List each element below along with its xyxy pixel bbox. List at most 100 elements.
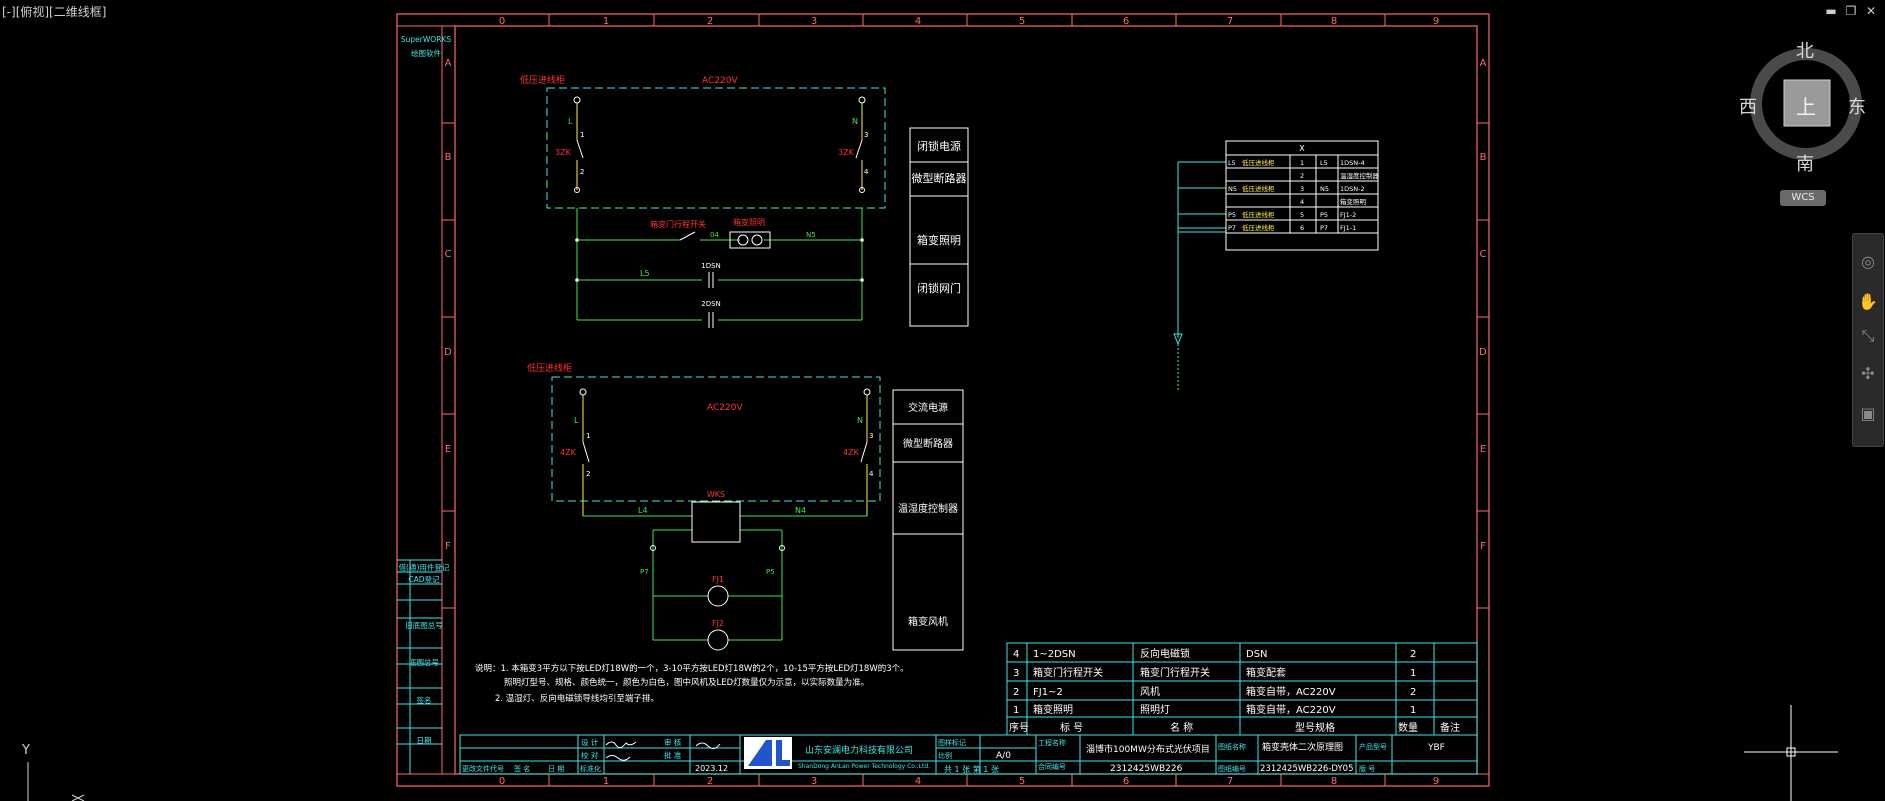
bom-cell: 4 bbox=[1013, 649, 1019, 660]
bom-cell: 3 bbox=[1013, 668, 1019, 679]
col-label: 9 bbox=[1433, 16, 1439, 27]
title-label: 图纸编号 bbox=[1218, 764, 1246, 773]
terminal-cell: P5 bbox=[1320, 211, 1328, 219]
terminal-cell: P7 bbox=[1228, 224, 1236, 232]
terminal-cell: 低压进线柜 bbox=[1242, 210, 1275, 219]
col-label: 8 bbox=[1331, 16, 1337, 27]
title-label: 版 号 bbox=[1359, 764, 1375, 773]
breaker-label: 4ZK bbox=[843, 448, 860, 457]
terminal-cell: 箱变照明 bbox=[1340, 197, 1367, 206]
terminal-cell: N5 bbox=[1228, 185, 1237, 193]
viewcube-north[interactable]: 北 bbox=[1796, 41, 1814, 62]
viewcube[interactable]: 北 南 西 东 上 bbox=[1739, 40, 1866, 175]
terminal-cell: 2 bbox=[1300, 172, 1304, 180]
breaker-label: 3ZK bbox=[838, 148, 855, 157]
viewcube-face[interactable] bbox=[1783, 79, 1831, 127]
drawing-no: 2312425WB226-DY05 bbox=[1260, 764, 1353, 774]
strip-label: CAD登记 bbox=[408, 574, 440, 584]
bom-cell: 2 bbox=[1410, 687, 1416, 698]
wire-label: L bbox=[568, 117, 573, 126]
sheet-count: 共 1 张 第 1 张 bbox=[944, 764, 999, 774]
pan-icon[interactable]: ✋ bbox=[1858, 292, 1878, 311]
viewport-label[interactable]: [-][俯视][二维线框] bbox=[2, 5, 107, 19]
col-label: 0 bbox=[499, 776, 505, 787]
bom-cell: 反向电磁锁 bbox=[1140, 647, 1190, 660]
col-label: 4 bbox=[915, 776, 921, 787]
circuit2-panel: 低压进线柜 bbox=[527, 362, 572, 374]
viewcube-east[interactable]: 东 bbox=[1848, 97, 1866, 118]
terminal-cell: L5 bbox=[1228, 159, 1236, 167]
minimize-button[interactable]: ▬ bbox=[1825, 4, 1837, 18]
cursor-crosshair bbox=[1744, 705, 1838, 801]
bom-header: 名 称 bbox=[1170, 721, 1193, 734]
circuit1-label-column bbox=[909, 127, 969, 327]
bom-header: 型号规格 bbox=[1295, 721, 1335, 734]
bom-header: 序号 bbox=[1009, 721, 1029, 734]
col-label: 5 bbox=[1019, 16, 1025, 27]
wire-label: L5 bbox=[640, 269, 650, 278]
terminal-cell: 1 bbox=[1300, 159, 1304, 167]
fan-label: FJ1 bbox=[712, 575, 724, 584]
function-label: 箱变照明 bbox=[917, 233, 961, 247]
close-button[interactable]: ✕ bbox=[1865, 4, 1877, 18]
viewcube-west[interactable]: 西 bbox=[1739, 97, 1757, 118]
change-label: 更改文件代号 bbox=[462, 764, 504, 773]
breaker-label: 4ZK bbox=[560, 448, 577, 457]
bom-cell: 1 bbox=[1013, 705, 1019, 716]
terminal-cell: 温湿度控制器 bbox=[1340, 171, 1380, 180]
terminal-cell: 1DSN-2 bbox=[1340, 185, 1365, 193]
fan-symbol bbox=[707, 629, 729, 651]
navigation-bar[interactable]: ◎ ✋ ⤡ ✣ ▣ bbox=[1852, 233, 1884, 447]
company-name: 山东安澜电力科技有限公司 bbox=[805, 744, 913, 756]
steering-wheel-icon[interactable]: ◎ bbox=[1861, 252, 1875, 271]
viewcube-south[interactable]: 南 bbox=[1796, 154, 1814, 175]
controller-label: WKS bbox=[707, 490, 725, 499]
fan-symbol bbox=[707, 585, 729, 607]
fan-label: FJ2 bbox=[712, 619, 724, 628]
terminal-no: 2 bbox=[586, 470, 590, 478]
terminal-cell: 4 bbox=[1300, 198, 1304, 206]
contract-no: 2312425WB226 bbox=[1110, 764, 1183, 774]
col-label: 3 bbox=[811, 776, 817, 787]
terminal-cell: 低压进线柜 bbox=[1242, 223, 1275, 232]
note-line: 照明灯型号、规格、颜色统一，颜色为白色，图中风机及LED灯数量仅为示意，以实际数… bbox=[504, 677, 869, 688]
terminal-no: 2 bbox=[580, 168, 584, 176]
terminal-cell: L5 bbox=[1320, 159, 1328, 167]
note-line: 2. 温湿灯、反向电磁锁导线均引至端子排。 bbox=[495, 693, 659, 704]
zoom-icon[interactable]: ⤡ bbox=[1861, 326, 1875, 345]
terminal-no: 1 bbox=[586, 432, 590, 440]
temp-humidity-controller bbox=[691, 501, 741, 543]
terminal-table bbox=[1225, 140, 1379, 251]
function-label: 微型断路器 bbox=[903, 437, 953, 450]
wire-label: N4 bbox=[795, 506, 806, 515]
dsn-label: 1DSN bbox=[701, 262, 721, 270]
circuit2-label-column bbox=[892, 389, 964, 651]
wire-label: N bbox=[852, 117, 858, 126]
row-label: C bbox=[445, 249, 452, 260]
title-block bbox=[459, 734, 1478, 775]
wire-label: L bbox=[574, 416, 579, 425]
terminal-cell: P7 bbox=[1320, 224, 1328, 232]
wcs-dropdown[interactable]: WCS bbox=[1780, 190, 1826, 206]
wire-label: P7 bbox=[640, 568, 649, 576]
wire-label: N5 bbox=[806, 231, 816, 239]
restore-button[interactable]: ❐ bbox=[1845, 4, 1857, 18]
terminal-cell: 3 bbox=[1300, 185, 1304, 193]
signature bbox=[695, 742, 721, 750]
title-label: 产品型号 bbox=[1359, 742, 1387, 751]
row-label: A bbox=[1480, 58, 1487, 69]
product-model: YBF bbox=[1427, 743, 1445, 753]
note-line: 说明：1. 本箱变3平方以下按LED灯18W的一个，3-10平方按LED灯18W… bbox=[475, 663, 909, 674]
col-label: 4 bbox=[915, 16, 921, 27]
circuit1-voltage: AC220V bbox=[702, 76, 738, 86]
terminal-cell: 5 bbox=[1300, 211, 1304, 219]
title-label: 合同编号 bbox=[1038, 762, 1066, 771]
function-label: 温湿度控制器 bbox=[898, 502, 958, 515]
viewcube-top[interactable]: 上 bbox=[1796, 95, 1816, 119]
bom-cell: 2 bbox=[1013, 687, 1019, 698]
showmotion-icon[interactable]: ▣ bbox=[1860, 404, 1876, 423]
orbit-icon[interactable]: ✣ bbox=[1861, 364, 1875, 383]
ucs-icon: Y bbox=[21, 743, 85, 801]
row-label: E bbox=[445, 444, 451, 455]
